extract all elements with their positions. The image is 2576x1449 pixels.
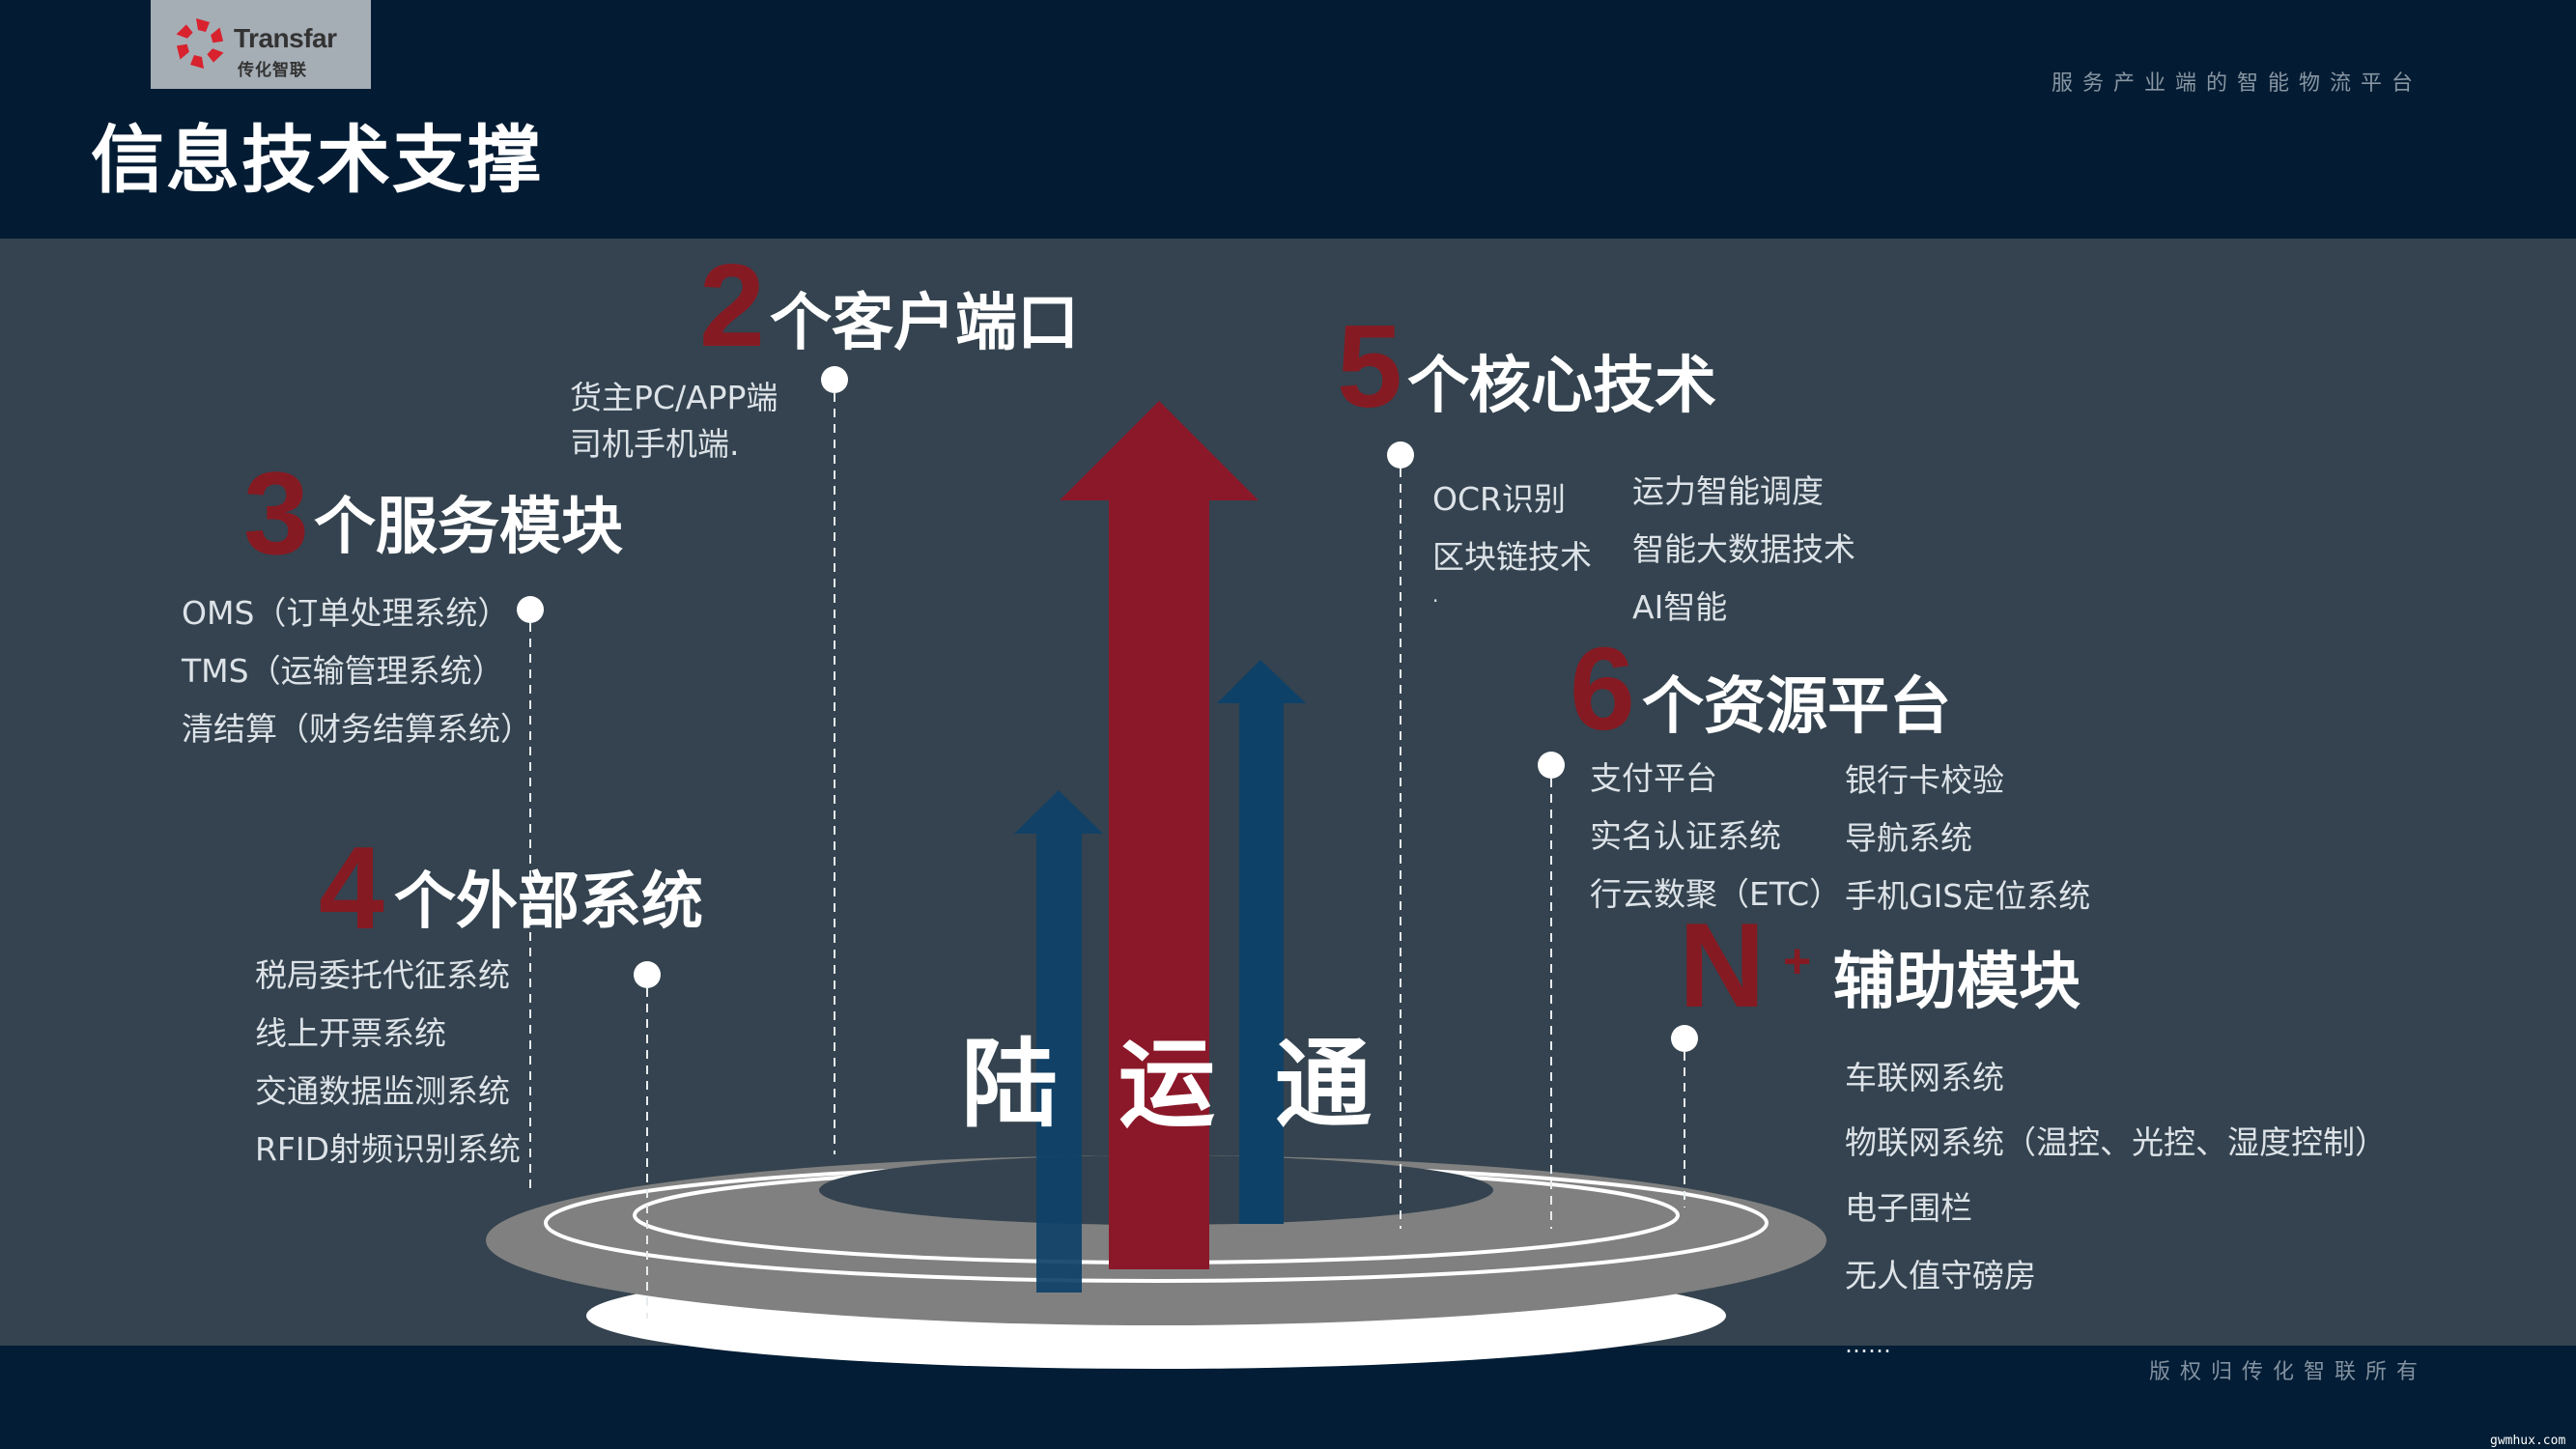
section-title: 个资源平台 xyxy=(1642,671,1951,743)
list-item: 导航系统 xyxy=(1845,819,1972,857)
list-item: 物联网系统（温控、光控、湿度控制） xyxy=(1845,1123,2387,1161)
plus-sign: + xyxy=(1783,934,1812,988)
list-item: 车联网系统 xyxy=(1845,1059,2004,1096)
list-item: 货主PC/APP端 xyxy=(570,379,778,416)
list-item: 智能大数据技术 xyxy=(1632,530,1855,568)
arrow-red-center xyxy=(1060,401,1259,1269)
list-item: 支付平台 xyxy=(1590,759,1717,797)
transfar-logo-icon xyxy=(176,18,224,69)
list-item: 清结算（财务结算系统） xyxy=(182,710,532,748)
list-item: OCR识别 xyxy=(1432,480,1566,518)
dot-auxiliary xyxy=(1671,1025,1698,1052)
list-item: 行云数聚（ETC） xyxy=(1590,875,1842,913)
list-item: OMS（订单处理系统） xyxy=(182,594,510,632)
section-number: 5 xyxy=(1337,300,1402,432)
list-item: RFID射频识别系统 xyxy=(255,1130,522,1168)
header-bar: Transfar 传化智联 信息技术支撑 服务产业端的智能物流平台 xyxy=(0,0,2576,239)
list-item: 交通数据监测系统 xyxy=(255,1072,510,1110)
slogan: 服务产业端的智能物流平台 xyxy=(2052,71,2423,96)
list-item: 税局委托代征系统 xyxy=(255,956,510,994)
list-item: 手机GIS定位系统 xyxy=(1845,877,2091,915)
list-item: TMS（运输管理系统） xyxy=(182,652,504,690)
center-char-lu: 陆 xyxy=(961,1028,1058,1141)
list-item: 线上开票系统 xyxy=(255,1014,446,1052)
dot-resources xyxy=(1538,752,1565,779)
section-number: 2 xyxy=(699,240,765,371)
arrow-blue-right xyxy=(1217,660,1306,1224)
section-title: 个外部系统 xyxy=(394,867,703,938)
list-item: 无人值守磅房 xyxy=(1845,1257,2036,1294)
logo-brand-en: Transfar xyxy=(234,23,337,53)
section-number: 4 xyxy=(319,822,384,953)
center-char-tong: 通 xyxy=(1275,1028,1372,1141)
list-item: . xyxy=(1432,583,1439,607)
logo: Transfar 传化智联 xyxy=(151,0,371,89)
list-item: 运力智能调度 xyxy=(1632,472,1824,510)
section-title: 个客户端口 xyxy=(770,288,1079,359)
list-item: 司机手机端. xyxy=(570,425,740,463)
arrow-blue-left xyxy=(1014,790,1103,1293)
list-item: 实名认证系统 xyxy=(1590,817,1781,855)
list-item: 电子围栏 xyxy=(1845,1189,1972,1227)
section-number: N xyxy=(1679,899,1766,1033)
dot-clients xyxy=(821,366,848,393)
dot-core-tech xyxy=(1387,441,1414,469)
center-char-yun: 运 xyxy=(1118,1028,1215,1141)
dot-external xyxy=(634,961,661,988)
list-item: AI智能 xyxy=(1632,588,1728,626)
section-number: 3 xyxy=(243,447,309,579)
list-item-ellipsis: …… xyxy=(1845,1331,1891,1358)
copyright-text: 版权归传化智联所有 xyxy=(2149,1360,2428,1384)
watermark: gwmhux.com xyxy=(2490,1434,2566,1448)
logo-brand-cn: 传化智联 xyxy=(238,61,307,80)
page-title: 信息技术支撑 xyxy=(91,117,543,203)
section-title: 个服务模块 xyxy=(314,492,623,563)
section-number: 6 xyxy=(1570,623,1635,754)
list-item: 区块链技术 xyxy=(1432,538,1592,576)
list-item: 银行卡校验 xyxy=(1845,761,2004,799)
dot-services xyxy=(517,596,544,623)
section-title: 个核心技术 xyxy=(1407,351,1716,422)
section-title: 辅助模块 xyxy=(1833,947,2081,1018)
